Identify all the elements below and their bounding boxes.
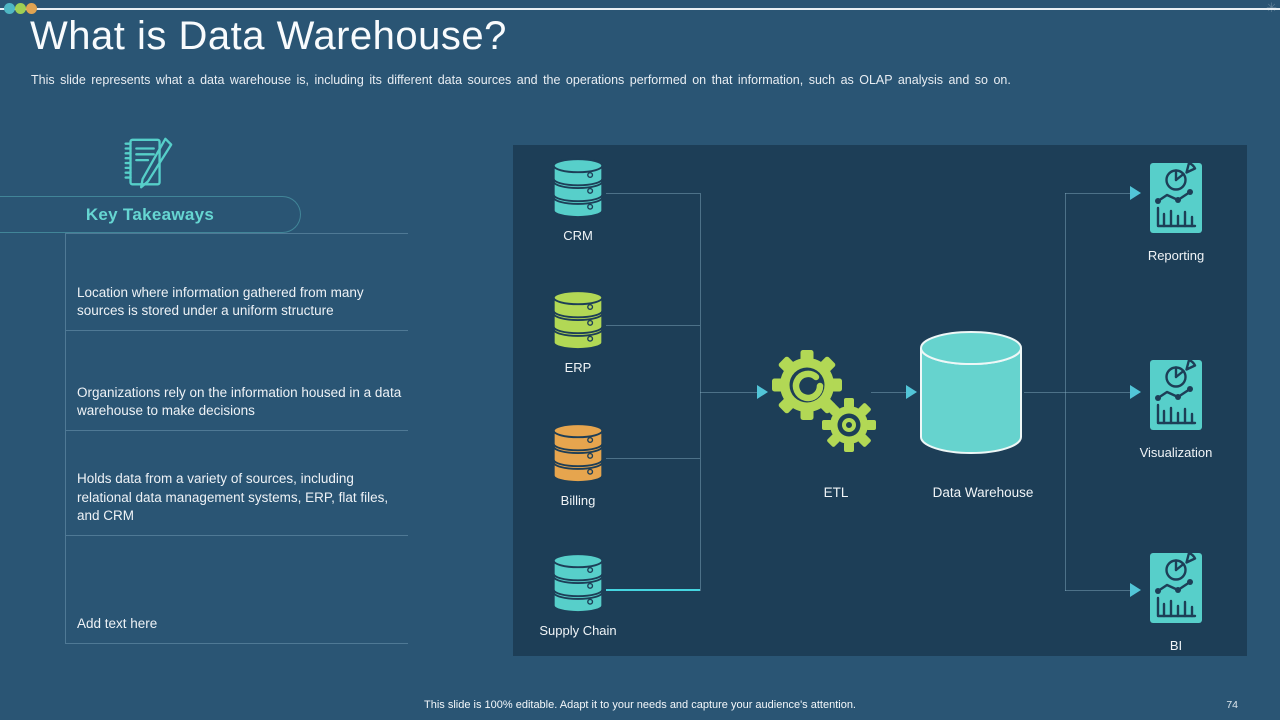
source-node-supply-chain: Supply Chain bbox=[513, 553, 643, 638]
source-label: Billing bbox=[560, 493, 596, 508]
output-label: Visualization bbox=[1139, 445, 1213, 460]
takeaway-item: Location where information gathered from… bbox=[66, 234, 408, 331]
takeaway-item-placeholder: Add text here bbox=[66, 536, 408, 644]
decorative-dot bbox=[4, 3, 15, 14]
connector-line bbox=[1065, 193, 1066, 591]
connector-line bbox=[1024, 392, 1130, 393]
connector-line bbox=[871, 392, 906, 393]
analytics-document-icon bbox=[1150, 358, 1202, 430]
arrowhead-icon bbox=[906, 385, 917, 399]
output-label: BI bbox=[1169, 638, 1183, 653]
arrowhead-icon bbox=[757, 385, 768, 399]
connector-line bbox=[700, 193, 701, 591]
cylinder-icon bbox=[918, 329, 1024, 460]
etl-label: ETL bbox=[823, 485, 849, 500]
decorative-dot bbox=[15, 3, 26, 14]
output-node-reporting: Reporting bbox=[1118, 161, 1234, 263]
connector-line bbox=[606, 325, 700, 326]
output-node-visualization: Visualization bbox=[1118, 358, 1234, 460]
arrowhead-icon bbox=[1130, 583, 1141, 597]
decorative-dot bbox=[26, 3, 37, 14]
header-divider-line bbox=[0, 8, 1280, 10]
page-title: What is Data Warehouse? bbox=[30, 14, 507, 58]
database-icon bbox=[552, 423, 604, 483]
data-warehouse-label: Data Warehouse bbox=[932, 485, 1034, 500]
source-node-billing: Billing bbox=[513, 423, 643, 508]
source-label: Supply Chain bbox=[539, 623, 617, 638]
connector-line bbox=[700, 392, 757, 393]
data-warehouse-diagram: CRM ERP bbox=[513, 145, 1247, 656]
analytics-document-icon bbox=[1150, 551, 1202, 623]
connector-line bbox=[606, 458, 700, 459]
gears-icon bbox=[766, 339, 878, 464]
analytics-document-icon bbox=[1150, 161, 1202, 233]
corner-decoration-icon: ✳ bbox=[1266, 0, 1277, 15]
page-number: 74 bbox=[1226, 699, 1238, 711]
connector-line bbox=[1065, 193, 1130, 194]
takeaway-item: Organizations rely on the information ho… bbox=[66, 331, 408, 431]
source-label: CRM bbox=[563, 228, 593, 243]
key-takeaways-tab: Key Takeaways bbox=[0, 196, 301, 233]
source-node-erp: ERP bbox=[513, 290, 643, 375]
source-node-crm: CRM bbox=[513, 158, 643, 243]
takeaway-item: Holds data from a variety of sources, in… bbox=[66, 431, 408, 536]
connector-line bbox=[1065, 590, 1130, 591]
connector-line bbox=[606, 193, 700, 194]
output-label: Reporting bbox=[1147, 248, 1205, 263]
database-icon bbox=[552, 553, 604, 613]
database-icon bbox=[552, 290, 604, 350]
connector-line bbox=[606, 589, 700, 591]
output-node-bi: BI bbox=[1118, 551, 1234, 653]
arrowhead-icon bbox=[1130, 385, 1141, 399]
source-label: ERP bbox=[564, 360, 592, 375]
key-takeaways-heading: Key Takeaways bbox=[85, 204, 215, 224]
notepad-pencil-icon bbox=[115, 134, 177, 199]
footer-note: This slide is 100% editable. Adapt it to… bbox=[424, 699, 856, 711]
arrowhead-icon bbox=[1130, 186, 1141, 200]
database-icon bbox=[552, 158, 604, 218]
key-takeaways-list: Location where information gathered from… bbox=[65, 233, 408, 644]
page-subtitle: This slide represents what a data wareho… bbox=[31, 73, 1011, 87]
